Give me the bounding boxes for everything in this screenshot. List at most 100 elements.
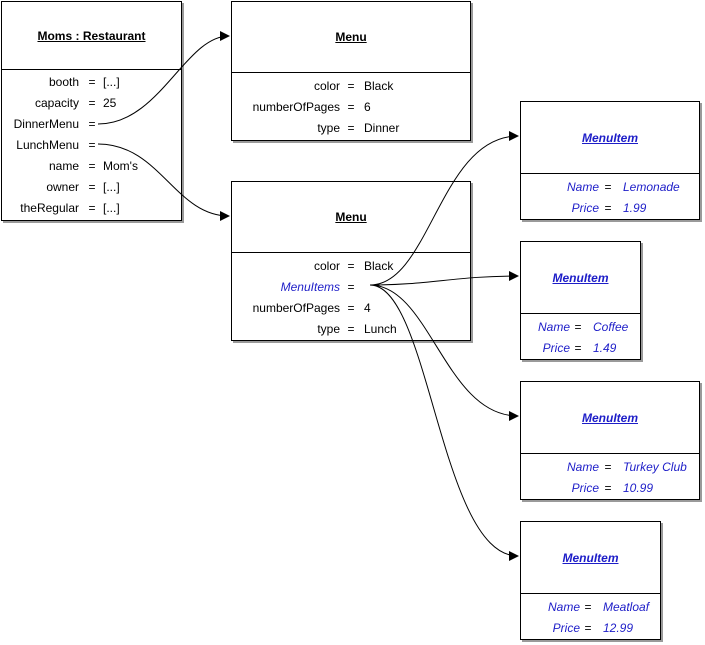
menu-item-title: MenuItem [562,550,619,565]
attr-row: Price = 1.49 [521,338,640,359]
attr-name: Name [547,600,580,614]
equals-sign: = [347,259,355,273]
equals-sign: = [604,481,612,495]
menu-item-lemonade[interactable]: MenuItem Name = Lemonade Price = 1.99 [520,101,700,220]
attr-name: LunchMenu [16,138,79,152]
lunch-menu-object[interactable]: Menu color = Black MenuItems = numberOfP… [231,181,471,341]
equals-sign: = [574,320,582,334]
attr-name: numberOfPages [252,100,340,114]
attr-row: Name = Meatloaf [521,597,660,618]
attr-row: color = Black [232,76,470,97]
equals-sign: = [584,621,592,635]
equals-sign: = [88,117,96,131]
equals-sign: = [88,75,96,89]
lunch-menu-title: Menu [335,210,367,224]
equals-sign: = [88,138,96,152]
attr-name: Name [566,180,599,194]
attr-name: Name [566,460,599,474]
attr-row: name = Mom's [2,156,181,177]
dinner-menu-title: Menu [335,30,367,44]
attr-row: numberOfPages = 6 [232,97,470,118]
menu-item-title: MenuItem [552,270,609,285]
attr-name: Price [542,341,570,355]
attr-name: type [317,121,340,135]
restaurant-title: Moms : Restaurant [37,28,146,43]
menu-item-turkey-club[interactable]: MenuItem Name = Turkey Club Price = 10.9… [520,381,700,500]
equals-sign: = [584,600,592,614]
equals-sign: = [347,121,355,135]
attr-value: Coffee [593,320,629,334]
attr-name: DinnerMenu [13,117,79,131]
attr-row: MenuItems = [232,277,470,298]
menu-item-header: MenuItem [521,522,660,594]
attr-value: 1.99 [623,201,647,215]
attr-name: type [317,322,340,336]
menu-item-header: MenuItem [521,242,640,314]
attr-row: theRegular = [...] [2,198,181,219]
menu-item-header: MenuItem [521,102,699,174]
attr-row: numberOfPages = 4 [232,298,470,319]
equals-sign: = [347,79,355,93]
equals-sign: = [604,180,612,194]
equals-sign: = [88,180,96,194]
attr-row: type = Dinner [232,118,470,139]
attr-value: 1.49 [593,341,617,355]
attr-value: Turkey Club [623,460,687,474]
equals-sign: = [88,96,96,110]
attr-value: 10.99 [623,481,654,495]
attr-value: Dinner [364,121,400,135]
attr-value: [...] [103,201,120,215]
attr-row: Name = Lemonade [521,177,699,198]
lunch-menu-header: Menu [232,182,470,253]
attr-row: booth = [...] [2,72,181,93]
attr-value: [...] [103,75,120,89]
attr-row: Name = Turkey Club [521,457,699,478]
attr-row: DinnerMenu = [2,114,181,135]
attr-value: [...] [103,180,120,194]
attr-row: LunchMenu = [2,135,181,156]
attr-name: numberOfPages [252,301,340,315]
menu-item-title: MenuItem [581,410,638,425]
attr-row: capacity = 25 [2,93,181,114]
attr-name: Price [552,621,580,635]
attr-value: Black [364,259,394,273]
dinner-menu-object[interactable]: Menu color = Black numberOfPages = 6 typ… [231,1,471,141]
equals-sign: = [604,201,612,215]
equals-sign: = [347,280,355,294]
dinner-menu-header: Menu [232,2,470,73]
menu-item-meatloaf[interactable]: MenuItem Name = Meatloaf Price = 12.99 [520,521,661,640]
attr-name-link: MenuItems [280,280,340,294]
menu-item-title: MenuItem [581,130,638,145]
attr-name: Price [571,481,599,495]
equals-sign: = [88,159,96,173]
restaurant-object[interactable]: Moms : Restaurant booth = [...] capacity… [1,1,182,221]
equals-sign: = [347,100,355,114]
attr-row: Name = Coffee [521,317,640,338]
attr-row: owner = [...] [2,177,181,198]
attr-value: 6 [364,100,371,114]
attr-name: color [313,79,340,93]
attr-name: name [48,159,79,173]
menu-item-coffee[interactable]: MenuItem Name = Coffee Price = 1.49 [520,241,641,360]
attr-value: Meatloaf [603,600,650,614]
attr-name: Name [537,320,570,334]
attr-value: 25 [103,96,117,110]
equals-sign: = [347,322,355,336]
attr-row: color = Black [232,256,470,277]
attr-value: 4 [364,301,371,315]
equals-sign: = [88,201,96,215]
menu-item-header: MenuItem [521,382,699,454]
attr-name: Price [571,201,599,215]
restaurant-header: Moms : Restaurant [2,2,181,70]
attr-name: theRegular [20,201,79,215]
attr-name: owner [46,180,79,194]
equals-sign: = [574,341,582,355]
attr-row: type = Lunch [232,319,470,340]
attr-value: 12.99 [603,621,634,635]
equals-sign: = [347,301,355,315]
attr-row: Price = 10.99 [521,478,699,499]
equals-sign: = [604,460,612,474]
attr-value: Mom's [103,159,138,173]
attr-name: booth [48,75,79,89]
attr-value: Lunch [364,322,397,336]
